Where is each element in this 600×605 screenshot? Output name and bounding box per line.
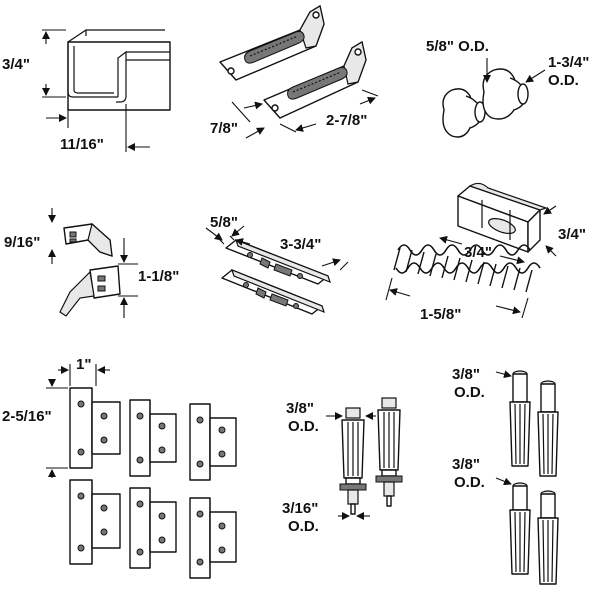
knob-large <box>482 68 529 120</box>
channel-height-label: 3/4" <box>2 56 30 73</box>
bracket-dimensions <box>231 89 379 139</box>
channel-width-label: 11/16" <box>60 136 104 153</box>
track-channel <box>67 29 171 111</box>
knob-large-od-value: 1-3/4" <box>548 54 590 71</box>
clip-length-label: 1-1/8" <box>138 268 180 285</box>
hinge <box>129 487 177 569</box>
spring-housing <box>457 182 548 253</box>
pivot-pin-od-value: 3/16" <box>282 500 319 517</box>
hinge <box>69 479 121 565</box>
pivot-bushing-right <box>375 397 403 507</box>
hinge-width-label: 1" <box>76 356 92 373</box>
hinge-height-label: 2-5/16" <box>2 408 52 425</box>
pivot-bushing-left <box>339 407 367 515</box>
pivot-pin-od-unit: O.D. <box>288 518 319 535</box>
channel-width-dimension <box>46 104 150 152</box>
knob-small-od-label: 5/8" O.D. <box>426 38 489 55</box>
angled-clip-upper <box>63 222 113 257</box>
clip-height-label: 9/16" <box>4 234 41 251</box>
angled-clip-lower <box>59 265 121 317</box>
clip-dimensions <box>48 208 138 318</box>
bracket-width-label: 7/8" <box>210 120 238 137</box>
spring-housing-width-label: 3/4" <box>464 244 492 261</box>
pivot-od-unit: O.D. <box>288 418 319 435</box>
guide-dimensions <box>205 225 349 271</box>
coil-spring <box>393 244 541 293</box>
pivot-od-value: 3/8" <box>286 400 314 417</box>
angle-bracket-lower <box>263 41 367 119</box>
hinge <box>189 497 237 579</box>
post-bottom-od-unit: O.D. <box>454 474 485 491</box>
bracket-length-label: 2-7/8" <box>326 112 368 129</box>
guide-strip-upper <box>225 238 331 285</box>
angle-bracket-upper <box>219 5 325 81</box>
post-bottom-left <box>509 482 531 575</box>
post-top-od-unit: O.D. <box>454 384 485 401</box>
post-top-right <box>537 380 559 477</box>
post-bottom-right <box>537 490 559 585</box>
hinge <box>129 399 177 477</box>
hinge-set <box>69 387 237 579</box>
post-bottom-od-value: 3/8" <box>452 456 480 473</box>
spring-housing-height-label: 3/4" <box>558 226 586 243</box>
hinge <box>69 387 121 469</box>
knob-dimensions <box>483 58 546 83</box>
guide-width-label: 5/8" <box>210 214 238 231</box>
spring-length-label: 1-5/8" <box>420 306 462 323</box>
post-dimensions <box>495 370 512 486</box>
hinge-dimensions <box>46 364 110 478</box>
guide-length-label: 3-3/4" <box>280 236 322 253</box>
post-top-od-value: 3/8" <box>452 366 480 383</box>
post-top-left <box>509 370 531 467</box>
knob-small <box>442 88 486 138</box>
spring-dimensions <box>385 205 557 319</box>
hinge <box>189 403 237 481</box>
pivot-dimensions <box>326 412 376 520</box>
guide-strip-lower <box>221 268 325 315</box>
knob-large-od-unit: O.D. <box>548 72 579 89</box>
channel-height-dimension <box>42 29 66 98</box>
